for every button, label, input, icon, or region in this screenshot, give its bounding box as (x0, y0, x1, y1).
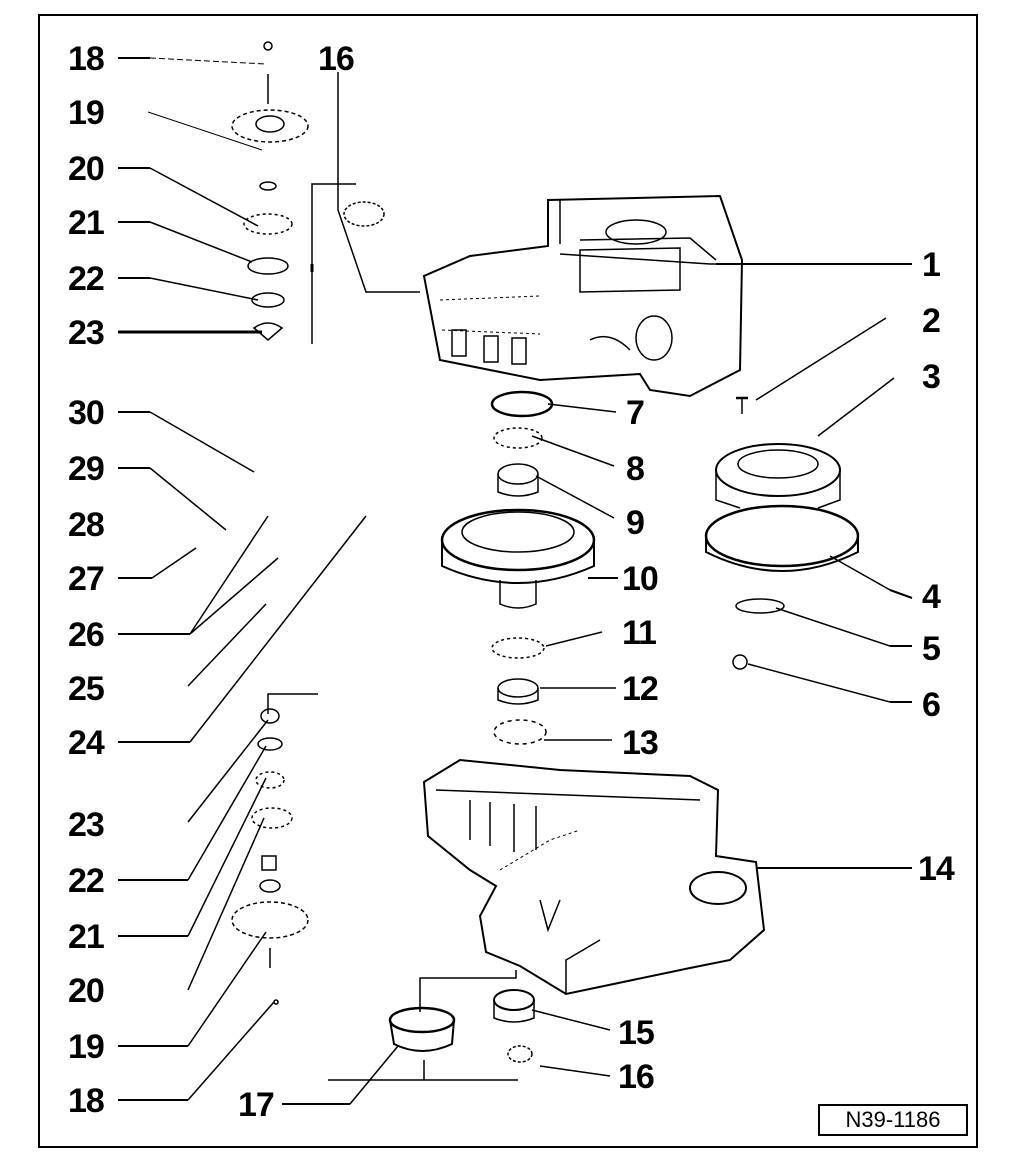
callout-19-bottom: 19 (68, 1028, 105, 1066)
callout-3: 3 (922, 358, 941, 396)
callout-12: 12 (622, 670, 659, 708)
drawing-frame (38, 14, 978, 1148)
callout-14: 14 (918, 850, 955, 888)
callout-15: 15 (618, 1014, 655, 1052)
callout-21-top: 21 (68, 204, 105, 242)
callout-4: 4 (922, 578, 941, 616)
callout-20-bottom: 20 (68, 972, 105, 1010)
callout-6: 6 (922, 686, 941, 724)
callout-29: 29 (68, 450, 105, 488)
callout-7: 7 (626, 394, 645, 432)
callout-18-top: 18 (68, 40, 105, 78)
callout-1: 1 (922, 246, 941, 284)
callout-28: 28 (68, 506, 105, 544)
callout-11: 11 (622, 614, 657, 652)
callout-24: 24 (68, 724, 105, 762)
callout-5: 5 (922, 630, 941, 668)
callout-10: 10 (622, 560, 659, 598)
callout-22-bottom: 22 (68, 862, 105, 900)
callout-8: 8 (626, 450, 645, 488)
callout-30: 30 (68, 394, 105, 432)
callout-9: 9 (626, 504, 645, 542)
figure-id-label: N39-1186 (818, 1104, 968, 1136)
callout-2: 2 (922, 302, 941, 340)
callout-20-top: 20 (68, 150, 105, 188)
callout-25: 25 (68, 670, 105, 708)
callout-27: 27 (68, 560, 105, 598)
callout-13: 13 (622, 724, 659, 762)
callout-16-bottom: 16 (618, 1058, 655, 1096)
callout-16-top: 16 (318, 40, 355, 78)
callout-21-bottom: 21 (68, 918, 105, 956)
callout-22-top: 22 (68, 260, 105, 298)
callout-23-bottom: 23 (68, 806, 105, 844)
callout-26: 26 (68, 616, 105, 654)
callout-19-top: 19 (68, 94, 105, 132)
callout-17: 17 (238, 1086, 275, 1124)
callout-23-top: 23 (68, 314, 105, 352)
callout-18-bottom: 18 (68, 1082, 105, 1120)
